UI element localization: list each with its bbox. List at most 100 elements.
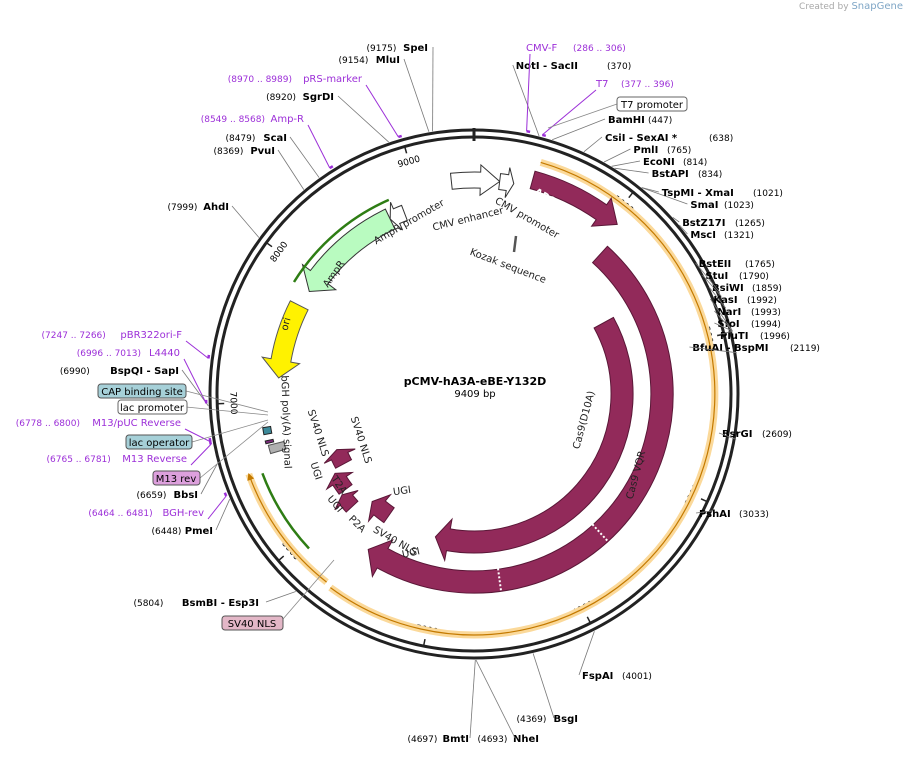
- site-name: NheI: [513, 734, 539, 745]
- cap-site-block: [262, 425, 273, 436]
- site-position: (814): [683, 158, 707, 168]
- primer-leader: [183, 358, 207, 404]
- primer-position: (6464 .. 6481): [88, 509, 152, 519]
- site-leader: [403, 58, 430, 132]
- site-leader: [475, 659, 516, 739]
- site-leader: [231, 205, 260, 238]
- site-leader: [578, 631, 595, 676]
- ugi-4-arrow: [323, 448, 356, 469]
- primer-t7: (377 .. 396)T7: [541, 79, 674, 138]
- site-name: BmtI: [442, 734, 469, 745]
- site-tspmi: TspMI - XmaI(1021): [641, 187, 783, 199]
- site-name: NarI: [717, 307, 741, 318]
- site-leader: [277, 149, 305, 190]
- site-name: BstAPI: [652, 169, 689, 180]
- tick-5000: [422, 638, 426, 647]
- site-name: EcoNI: [643, 157, 675, 168]
- site-position: (1993): [751, 308, 781, 318]
- primer-position: (6996 .. 7013): [77, 349, 141, 359]
- feature-label-p2a-18: P2A: [346, 514, 367, 535]
- site-leader: [603, 148, 631, 163]
- plasmid-name: pCMV-hA3A-eBE-Y132D: [404, 375, 547, 388]
- m13-rev-label: M13 rev: [156, 474, 197, 485]
- site-leader: [689, 346, 737, 354]
- site-position: (447): [648, 116, 672, 126]
- restriction-sites: SpeI(9175)MluI(9154)SgrDI(8920)ScaI(8479…: [60, 43, 820, 745]
- site-name: MscI: [690, 230, 716, 241]
- site-leader: [265, 591, 296, 603]
- site-nhei: NheI(4693): [475, 659, 539, 745]
- primer-leader: [365, 84, 399, 138]
- site-position: (6448): [151, 527, 181, 537]
- site-leader: [583, 136, 603, 153]
- bgh-polya-block: [267, 440, 287, 455]
- site-sgrdi: SgrDI(8920): [266, 92, 389, 143]
- site-bstz17i: BstZ17I(1265): [672, 217, 765, 229]
- site-position: (9175): [366, 44, 396, 54]
- site-position: (8369): [213, 147, 243, 157]
- site-spei: SpeI (9175): [366, 43, 434, 132]
- site-csii: CsiI - SexAI *(638): [583, 133, 733, 153]
- site-position: (8920): [266, 93, 296, 103]
- site-bmti: BmtI(4697): [407, 659, 476, 745]
- site-leader: [532, 653, 555, 719]
- primer-position: (377 .. 396): [621, 80, 674, 90]
- lac-operator-label: lac operator: [129, 438, 190, 449]
- site-ahdi: AhdI (7999): [167, 202, 260, 238]
- primer-position: (6778 .. 6800): [16, 419, 80, 429]
- snapgene-credit: Created by SnapGene: [799, 1, 903, 12]
- feature-label-ori-5: ori: [279, 316, 293, 331]
- primer-pbr322ori-f: (7247 .. 7266)pBR322ori-F: [42, 330, 211, 359]
- site-name: SpeI: [403, 43, 428, 54]
- site-leader: [716, 330, 733, 336]
- site-leader: [641, 187, 659, 193]
- site-mlui: MluI(9154): [338, 55, 430, 132]
- primer-amp-r: (8549 .. 8568)Amp-R: [201, 114, 334, 170]
- cap-binding-site-box: CAP binding site: [97, 383, 269, 413]
- primer-name: pRS-marker: [303, 74, 363, 85]
- site-position: (7999): [167, 203, 197, 213]
- site-leader: [695, 510, 714, 514]
- site-bsrgi: BsrGI(2609): [718, 429, 792, 440]
- site-position: (638): [709, 134, 733, 144]
- site-position: (3033): [739, 510, 769, 520]
- sv40-nls-box-label: SV40 NLS: [228, 619, 277, 630]
- site-pmei: PmeI(6448): [151, 499, 231, 537]
- site-name: PvuI: [250, 146, 275, 157]
- site-leader: [512, 64, 540, 137]
- primer-prs-marker: (8970 .. 8989)pRS-marker: [228, 74, 403, 139]
- site-leader: [714, 322, 733, 332]
- site-name: AhdI: [203, 202, 229, 213]
- site-position: (1859): [752, 284, 782, 294]
- feature-label-bgh-poly-a-signal-9: bGH poly(A) signal: [278, 375, 292, 469]
- lac-promoter-box: lac promoter: [117, 399, 269, 416]
- site-name: KasI: [713, 295, 737, 306]
- primer-leader: [184, 428, 211, 443]
- site-name: BspQI - SapI: [110, 366, 179, 377]
- feature-label-ugi-13: UGI: [392, 485, 411, 498]
- primer-m13-reverse: (6765 .. 6781)M13 Reverse: [47, 440, 213, 466]
- cmv-enhancer-arrow: [449, 163, 501, 197]
- feature-label-ugi-14: UGI: [401, 546, 421, 561]
- site-name: BbsI: [174, 490, 198, 501]
- primer-name: M13/pUC Reverse: [92, 418, 181, 429]
- cmv-promoter-arrow: [498, 167, 515, 198]
- lac-operator-box: lac operator: [125, 419, 269, 450]
- tick-label-9000: 9000: [397, 154, 422, 170]
- site-pvui: PvuI (8369): [213, 146, 305, 190]
- tick-9000: [403, 146, 408, 154]
- primer-position: (6765 .. 6781): [47, 455, 111, 465]
- site-position: (4001): [622, 672, 652, 682]
- site-name: BsmBI - Esp3I: [182, 598, 259, 609]
- site-name: StuI: [705, 271, 728, 282]
- site-pmli: PmlI(765): [603, 145, 691, 163]
- kozak-mark: [512, 235, 518, 253]
- site-name: FspAI: [582, 671, 613, 682]
- primer-bgh-rev: (6464 .. 6481) BGH-rev: [88, 492, 228, 520]
- site-nari: NarI (1993): [714, 307, 781, 332]
- site-position: (370): [607, 62, 631, 72]
- primer-name: BGH-rev: [162, 508, 204, 519]
- primer-leader: [526, 53, 531, 132]
- primer-bind-mark: [208, 440, 213, 445]
